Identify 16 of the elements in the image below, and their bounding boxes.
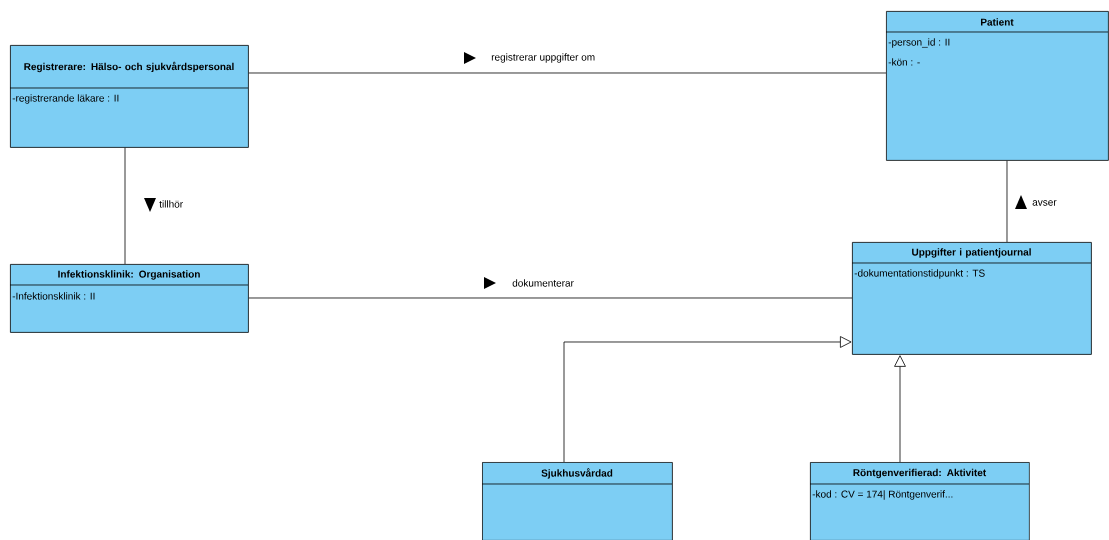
class-box: Patient -person_id : II -kön : -: [885, 11, 1109, 161]
edge-label: avser: [1032, 200, 1057, 206]
edge-label: registrerar uppgifter om: [491, 53, 595, 63]
class-box: Infektionsklinik: Organisation -Infektionsklinik : II: [9, 264, 249, 333]
association-line: [894, 355, 906, 463]
edge-label: tillhör: [159, 200, 183, 208]
class-box: Registrerare: Hälso- och sjukvårdspersonal -registrerande läkare : II: [9, 45, 249, 148]
class-box: Uppgifter i patientjournal -dokumentationstidpunkt : TS: [851, 242, 1092, 355]
association-line: [563, 336, 852, 463]
edge-label: dokumenterar: [512, 279, 574, 287]
class-box: Sjukhusvårdad: [481, 462, 673, 540]
association-line: [1006, 160, 1008, 243]
association-line: [124, 147, 126, 265]
association-line: [248, 297, 853, 299]
class-box: Röntgenverifierad: Aktivitet -kod : CV = 174| Röntgenverif...: [809, 462, 1030, 540]
association-line: [248, 72, 887, 74]
